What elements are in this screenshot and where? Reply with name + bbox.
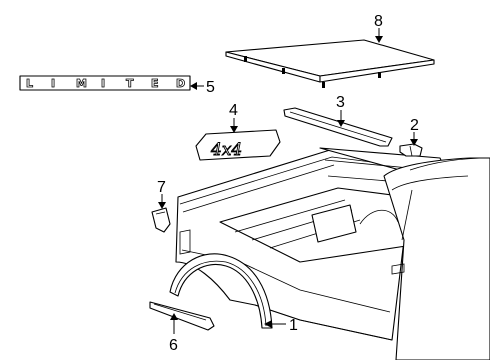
- bracket: [151, 207, 171, 233]
- callout-6: 6: [169, 337, 178, 354]
- callout-3: 3: [336, 94, 345, 111]
- nameplate-letter: D: [176, 77, 185, 90]
- callout-5: 5: [206, 79, 215, 96]
- emblem-4x4: 4x4: [195, 129, 281, 161]
- nameplate-letter: L: [26, 77, 33, 90]
- callout-8: 8: [374, 13, 383, 30]
- nameplate-letter: E: [151, 77, 159, 90]
- leaders: [158, 28, 418, 334]
- callout-4: 4: [229, 102, 238, 119]
- callout-7: 7: [157, 179, 166, 196]
- nameplate-letter: I: [51, 77, 55, 90]
- callout-2: 2: [410, 117, 419, 134]
- clip: [399, 143, 423, 157]
- callouts: 1 2 3 4 5 6 7 8: [157, 13, 419, 354]
- nameplate-letter: M: [76, 77, 87, 90]
- truck-body: [175, 147, 490, 360]
- tonneau-cover: [225, 39, 435, 88]
- rail-strip: [283, 107, 393, 147]
- nameplate-letter: I: [101, 77, 105, 90]
- rocker-molding: [149, 301, 215, 331]
- callout-1: 1: [289, 317, 298, 334]
- emblem-label: 4x4: [210, 140, 242, 160]
- nameplate-letter: T: [126, 77, 134, 90]
